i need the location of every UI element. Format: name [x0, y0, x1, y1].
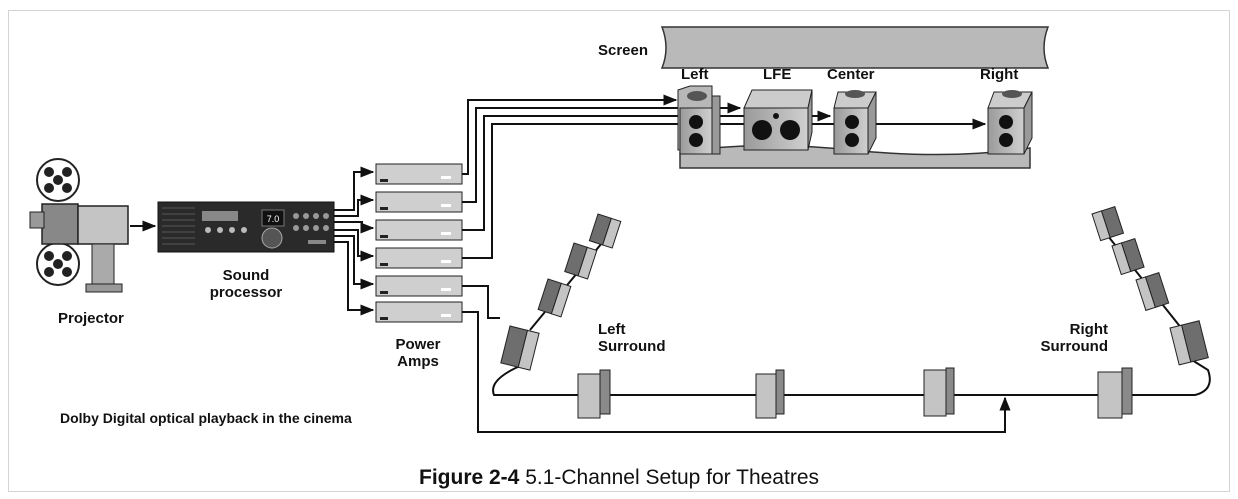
power-amps-label-line1: Power	[395, 336, 441, 353]
lfe-label: LFE	[763, 66, 792, 83]
right-speaker-illustration	[987, 90, 1033, 155]
sound-processor-label-line2: processor	[209, 284, 283, 301]
right-surround-speakers	[923, 205, 1209, 419]
right-surround-label-line2: Surround	[1040, 338, 1109, 355]
right-surround-label: Right Surround	[1034, 321, 1109, 355]
power-amps-illustration	[375, 163, 463, 323]
sound-processor-label-line1: Sound	[222, 267, 270, 284]
right-surround-label-line1: Right	[1069, 321, 1108, 338]
left-surround-label: Left Surround	[598, 321, 666, 355]
figure-caption: Figure 2-4 5.1-Channel Setup for Theatre…	[0, 466, 1238, 490]
figure-title: 5.1-Channel Setup for Theatres	[525, 466, 819, 489]
left-surround-label-line2: Surround	[598, 338, 666, 355]
lfe-speaker-illustration	[743, 89, 813, 151]
projector-label: Projector	[58, 310, 124, 327]
center-label: Center	[827, 66, 875, 83]
left-label: Left	[681, 66, 709, 83]
processor-display-text: 7.0	[267, 214, 280, 224]
left-surround-speakers	[500, 213, 785, 419]
figure-frame	[8, 10, 1230, 492]
screen-label: Screen	[598, 42, 649, 59]
description-text: Dolby Digital optical playback in the ci…	[60, 410, 352, 426]
sound-processor-illustration: 7.0	[157, 201, 335, 253]
power-amps-label: Power Amps	[378, 336, 458, 370]
amps-to-screen-wires	[462, 94, 987, 259]
right-label: Right	[980, 66, 1019, 83]
screen-panel	[660, 26, 1050, 169]
sound-processor-label: Sound processor	[196, 267, 296, 301]
center-speaker-illustration	[833, 90, 877, 155]
processor-to-amps-wires	[334, 166, 375, 316]
left-speaker-illustration	[677, 85, 721, 155]
figure-number: Figure 2-4	[419, 466, 520, 489]
left-surround-label-line1: Left	[598, 321, 626, 338]
projector-illustration	[29, 158, 129, 293]
power-amps-label-line2: Amps	[397, 353, 439, 370]
